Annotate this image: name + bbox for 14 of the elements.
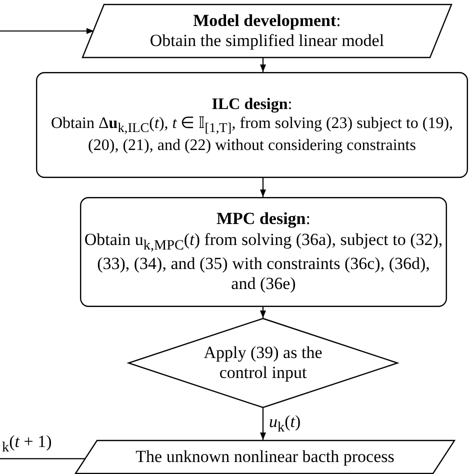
box-text: Obtain Δu$_{k,ILC}$(t), t ∈ 𝕀$_{[1,T]}$, from solving (23) subject to (19), (20), (21), and (22) without considering constraints — [50, 114, 454, 156]
edge-label: u$_{k}$(t) — [269, 413, 301, 436]
decision-diamond — [128, 318, 398, 408]
box-heading: ILC design: — [212, 94, 292, 114]
box-text: Obtain the simplified linear model — [150, 31, 384, 52]
box-text: Obtain u$_{k,MPC}$(t) from solving (36a), subject to (32), (33), (34), and (35) with constraints (36c), (36d), and (36e) — [84, 230, 444, 295]
input-output-parallelogram — [82, 4, 452, 58]
box-text: The unknown nonlinear bacth process — [136, 446, 394, 468]
process-box — [80, 197, 447, 307]
box-text: Apply (39) as the control input — [202, 342, 324, 384]
box-heading: Model development: — [193, 10, 341, 31]
box-heading: MPC design: — [216, 209, 310, 230]
process-box — [36, 72, 468, 178]
input-output-parallelogram — [75, 440, 455, 474]
